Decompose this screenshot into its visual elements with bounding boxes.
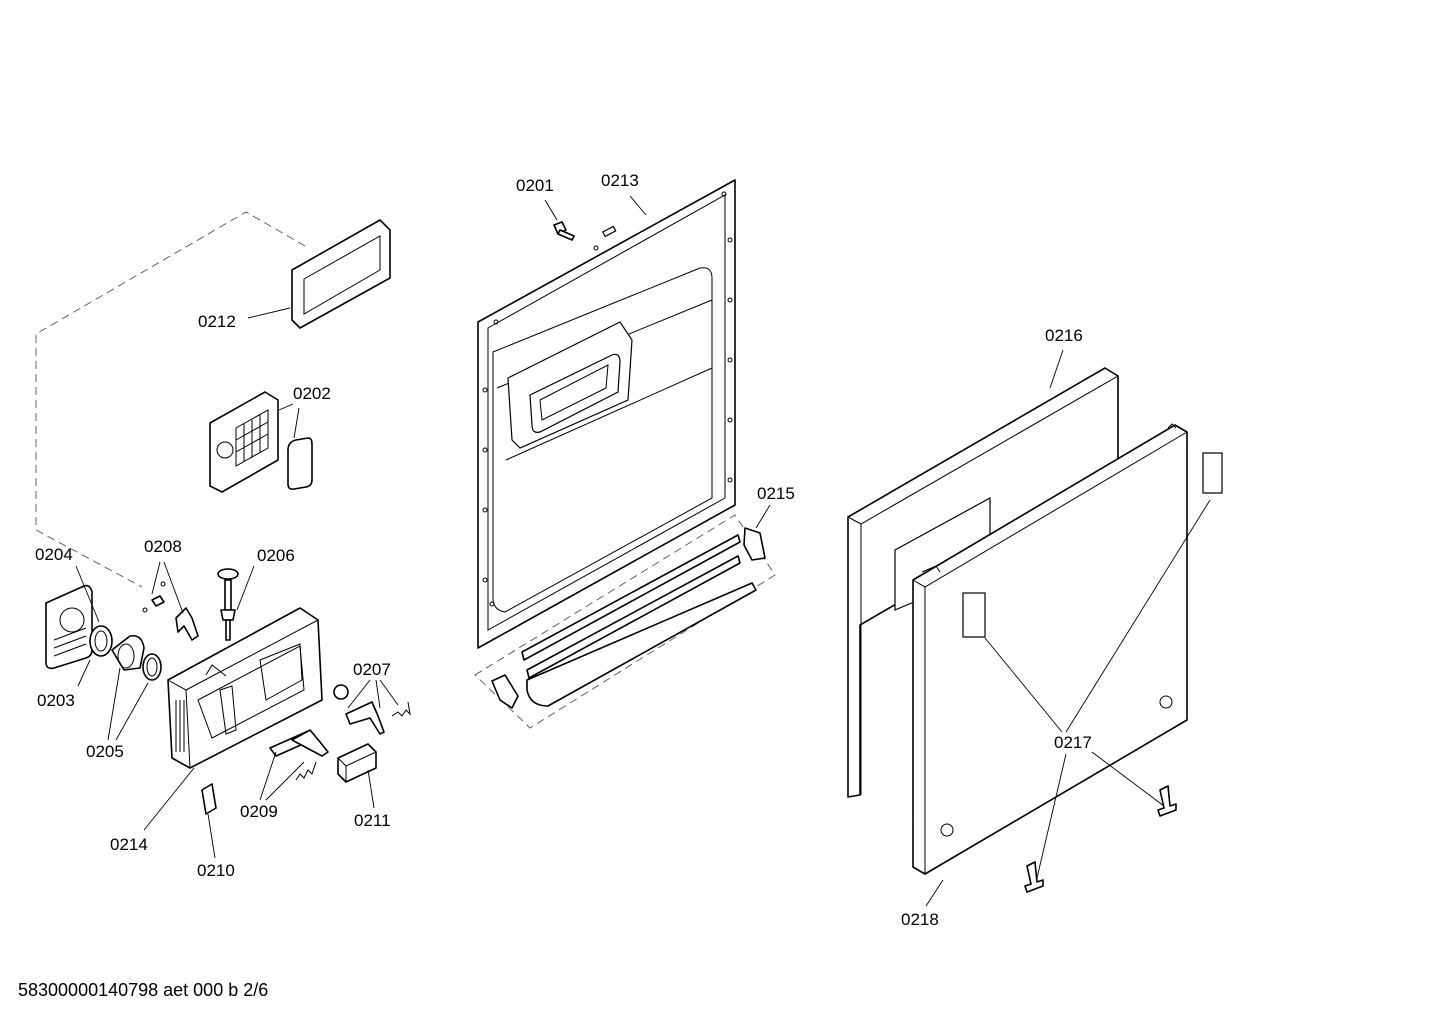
- label-0213: 0213: [601, 171, 639, 190]
- part-labels: 0201 0213 0212 0202 0216 0215 0204 0208 …: [35, 171, 1092, 929]
- control-housing-0214: [167, 607, 323, 769]
- switch-pin-0206: [217, 568, 239, 641]
- handle-strip-0215: [491, 527, 766, 709]
- handle-cover-0204: [45, 584, 93, 670]
- switch-0211: [337, 743, 377, 783]
- front-panel-0218: [912, 423, 1188, 875]
- label-0210: 0210: [197, 861, 235, 880]
- label-0211: 0211: [354, 811, 391, 830]
- label-0214: 0214: [110, 835, 148, 854]
- label-0202: 0202: [293, 384, 331, 403]
- levers-0209: [269, 729, 329, 781]
- label-0203: 0203: [37, 691, 75, 710]
- label-0204: 0204: [35, 545, 73, 564]
- control-frame-0212: [291, 219, 391, 329]
- label-0206: 0206: [257, 546, 295, 565]
- screw-0201: [553, 221, 575, 241]
- label-0208: 0208: [144, 537, 182, 556]
- drawing-reference-footer: 58300000140798 aet 000 b 2/6: [18, 980, 269, 1000]
- inner-door-panel-0213: [477, 179, 736, 649]
- grille-0202: [209, 391, 313, 493]
- label-0216: 0216: [1045, 326, 1083, 345]
- assembly-dashed-outline-handle: [474, 514, 776, 729]
- label-0215: 0215: [757, 484, 795, 503]
- label-0205: 0205: [86, 742, 124, 761]
- label-0212: 0212: [198, 312, 236, 331]
- label-0207: 0207: [353, 660, 391, 679]
- label-0201: 0201: [516, 176, 554, 195]
- assembly-dashed-outline-left: [35, 211, 306, 588]
- clip-0210: [201, 783, 217, 815]
- rings-knob-0203-0205: [89, 625, 162, 681]
- label-0217: 0217: [1054, 733, 1092, 752]
- small-parts-0208: [142, 581, 199, 641]
- label-0209: 0209: [240, 802, 278, 821]
- label-0218: 0218: [901, 910, 939, 929]
- leader-lines: [75, 195, 1211, 907]
- decor-parts-0217: [1024, 452, 1223, 893]
- levers-0207: [333, 684, 411, 735]
